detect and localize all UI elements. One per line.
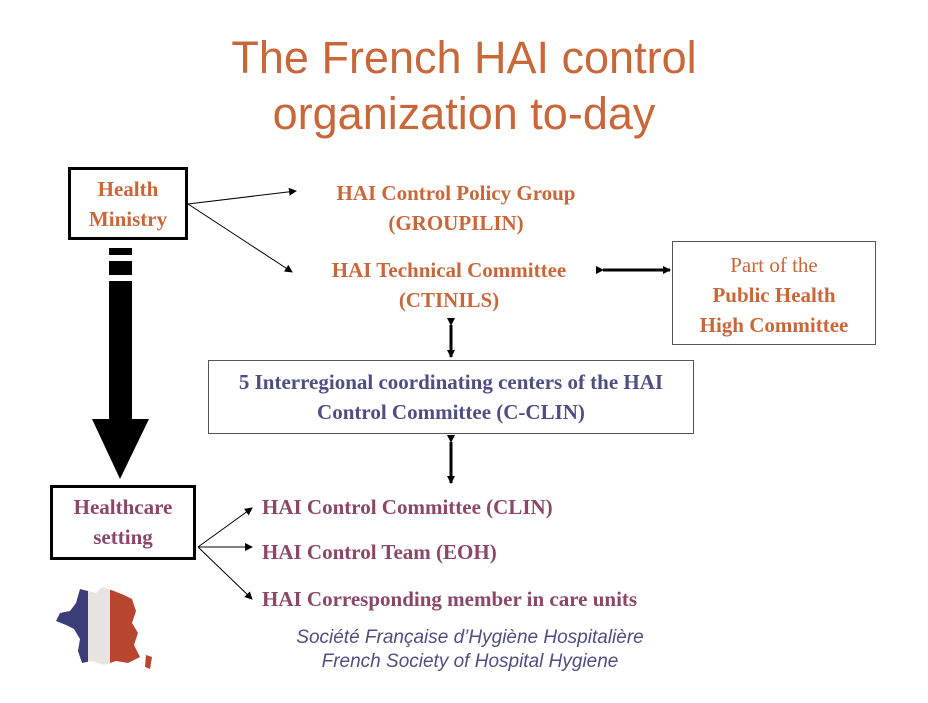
arrow-setting-to-clin <box>197 507 253 548</box>
big-down-arrow <box>92 248 149 479</box>
policy-group-line-2: (GROUPILIN) <box>388 211 524 235</box>
technical-committee-line-1: HAI Technical Committee <box>331 258 567 282</box>
public-health-line-2: Public Health <box>712 283 836 307</box>
interregional-line-1: 5 Interregional coordinating centers of … <box>238 370 664 394</box>
arrow-setting-to-corresponding <box>197 546 253 600</box>
interregional-box: 5 Interregional coordinating centers of … <box>208 360 694 434</box>
technical-committee-line-2: (CTINILS) <box>398 288 500 312</box>
title-line-1: The French HAI control <box>231 32 697 83</box>
health-ministry-line-2: Ministry <box>88 207 168 231</box>
public-health-line-3: High Committee <box>699 313 849 337</box>
interregional-line-2: Control Committee (C-CLIN) <box>317 400 585 424</box>
eoh-node: HAI Control Team (EOH) <box>262 540 497 564</box>
footer: Société Française d’Hygiène Hospitalière… <box>230 626 710 674</box>
corresponding-member-node: HAI Corresponding member in care units <box>262 587 638 611</box>
footer-line-1: Société Française d’Hygiène Hospitalière <box>296 627 644 648</box>
france-flag-map-icon <box>56 587 152 669</box>
slide-title: The French HAI control organization to-d… <box>0 30 928 142</box>
policy-group-line-1: HAI Control Policy Group <box>336 181 576 205</box>
title-line-2: organization to-day <box>272 88 656 139</box>
clin-node: HAI Control Committee (CLIN) <box>262 495 553 519</box>
public-health-line-1: Part of the <box>730 253 818 277</box>
policy-group-node: HAI Control Policy Group (GROUPILIN) <box>296 178 616 238</box>
arrow-ministry-to-policy-group <box>187 187 297 205</box>
public-health-box: Part of the Public Health High Committee <box>672 241 876 345</box>
health-ministry-line-1: Health <box>97 177 159 201</box>
technical-committee-node: HAI Technical Committee (CTINILS) <box>298 255 600 315</box>
footer-line-2: French Society of Hospital Hygiene <box>321 651 619 672</box>
health-ministry-box: Health Ministry <box>68 167 188 240</box>
arrow-ministry-to-technical-committee <box>187 203 293 273</box>
healthcare-setting-box: Healthcare setting <box>50 485 196 560</box>
healthcare-setting-line-1: Healthcare <box>73 495 173 519</box>
healthcare-setting-line-2: setting <box>93 525 153 549</box>
